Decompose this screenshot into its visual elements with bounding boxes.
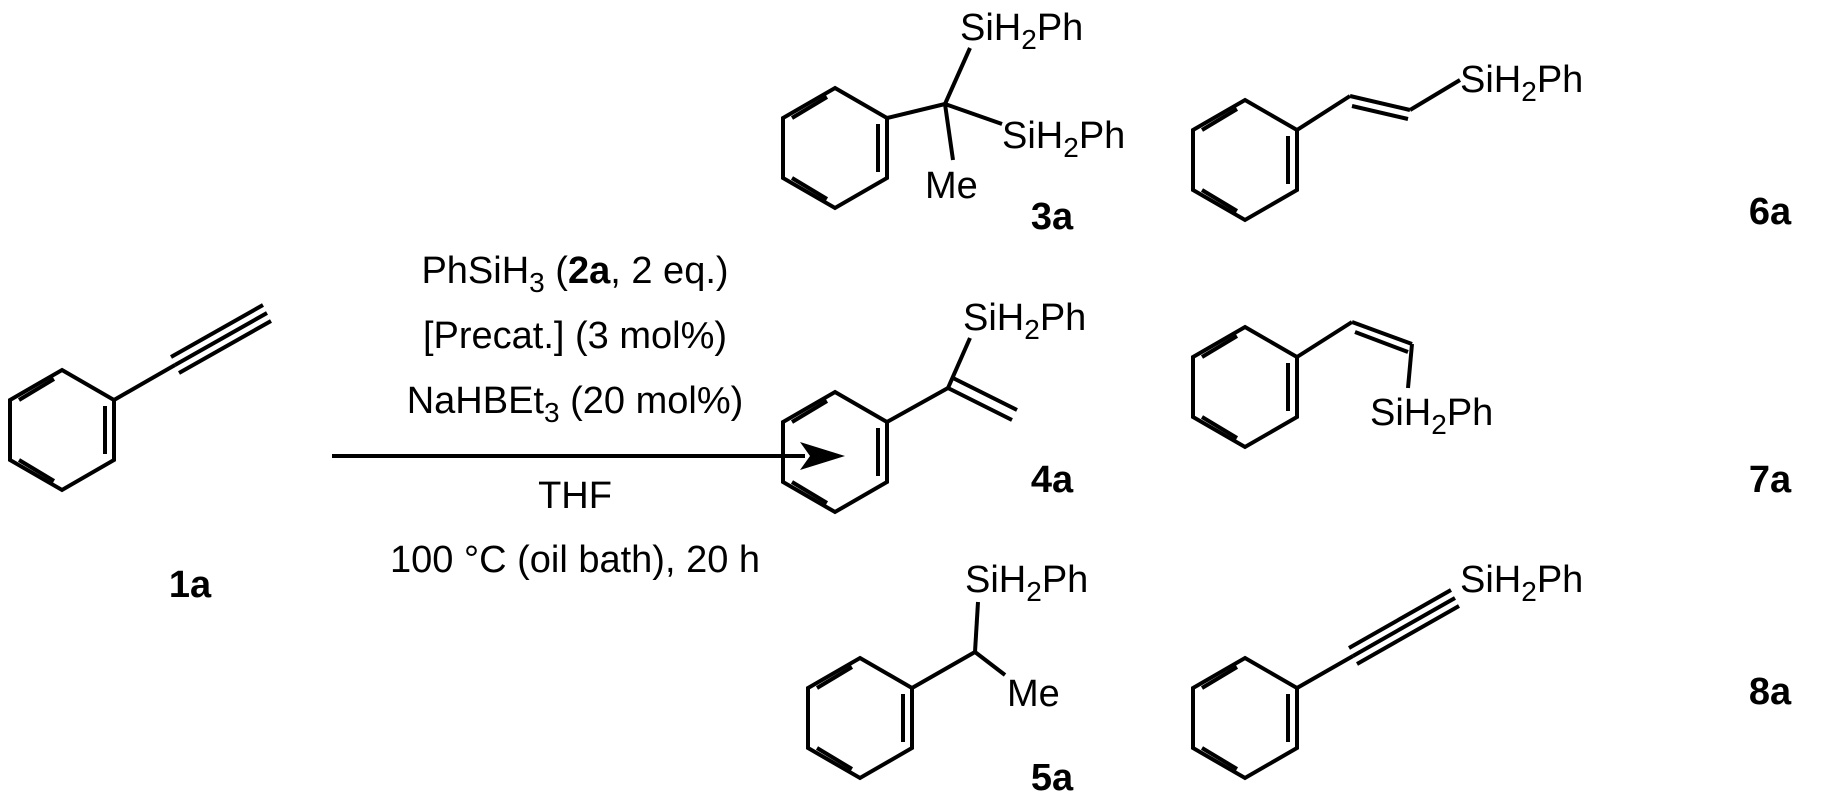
benzene-ring	[806, 656, 914, 780]
compound-id-5a: 5a	[1031, 757, 1074, 799]
condition-precatalyst: [Precat.] (3 mol%)	[423, 315, 727, 357]
benzene-ring	[1191, 98, 1299, 222]
product-5a-structure	[806, 601, 1007, 780]
product-3a-structure	[781, 47, 1003, 210]
benzene-ring	[8, 368, 116, 492]
silyl-group: SiH2Ph	[965, 559, 1088, 607]
condition-silane: PhSiH3 (2a, 2 eq.)	[421, 250, 728, 298]
condition-base: NaHBEt3 (20 mol%)	[407, 380, 744, 428]
silyl-group: SiH2Ph	[1370, 392, 1493, 440]
benzene-ring	[781, 390, 889, 514]
reaction-arrow	[332, 442, 845, 470]
product-4a-structure	[781, 337, 1018, 514]
benzene-ring	[781, 86, 889, 210]
product-6a-structure	[1191, 78, 1462, 222]
condition-temperature: 100 °C (oil bath), 20 h	[390, 539, 760, 581]
compound-id-7a: 7a	[1749, 459, 1792, 501]
condition-solvent: THF	[538, 475, 612, 517]
reactant-1a-structure	[8, 303, 272, 492]
silyl-group: SiH2Ph	[1460, 559, 1583, 607]
methyl-group: Me	[925, 165, 978, 207]
product-7a-structure	[1191, 320, 1414, 449]
silyl-group: SiH2Ph	[1460, 59, 1583, 107]
methyl-group: Me	[1007, 673, 1060, 715]
compound-id-4a: 4a	[1031, 459, 1074, 501]
silyl-group: SiH2Ph	[1002, 115, 1125, 163]
compound-id-3a: 3a	[1031, 196, 1074, 238]
product-8a-structure	[1191, 588, 1460, 780]
benzene-ring	[1191, 656, 1299, 780]
benzene-ring	[1191, 325, 1299, 449]
silyl-group: SiH2Ph	[963, 297, 1086, 345]
compound-id-1a: 1a	[169, 564, 212, 606]
silyl-group: SiH2Ph	[960, 7, 1083, 55]
compound-id-6a: 6a	[1749, 191, 1792, 233]
compound-id-8a: 8a	[1749, 671, 1792, 713]
